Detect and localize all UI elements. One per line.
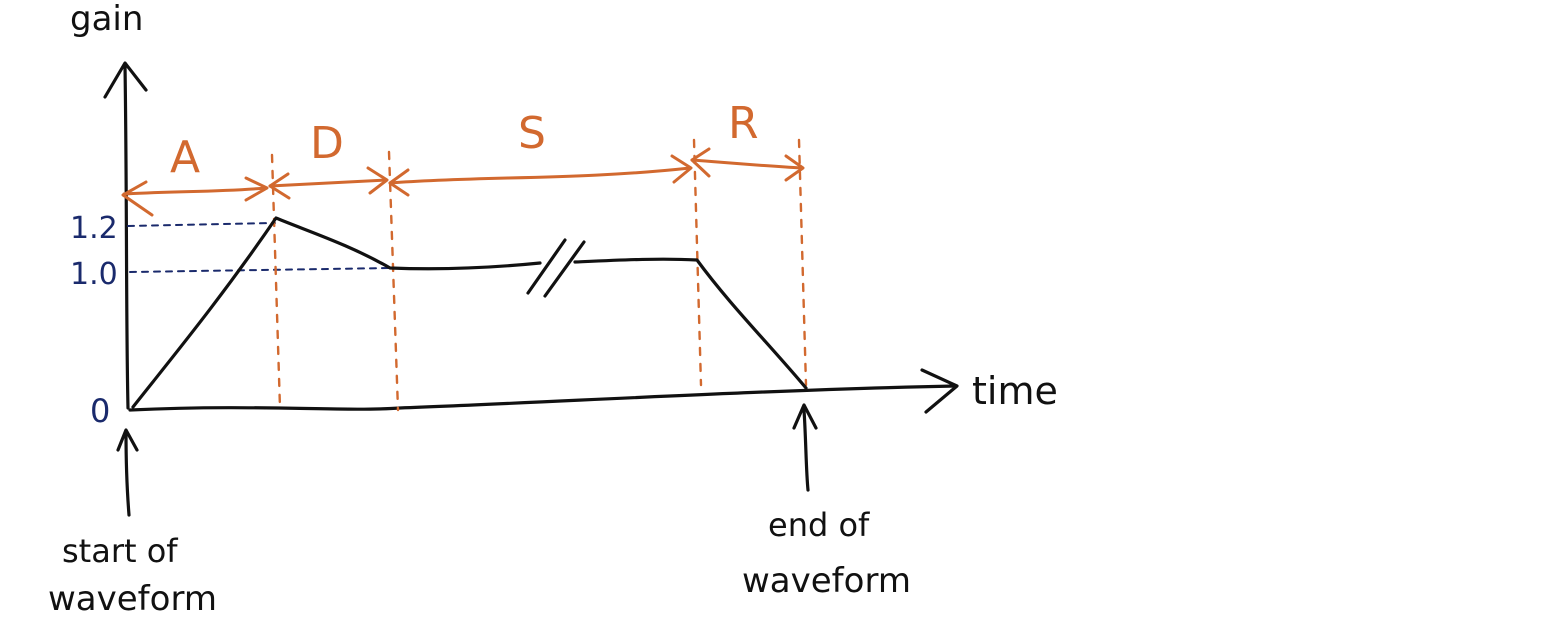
boundary-attack-decay [270,153,282,410]
x-axis-label: time [972,369,1058,413]
time-break-mark-2 [543,240,586,298]
y-axis-arrowhead [103,61,148,99]
y-axis [123,63,130,410]
envelope-curve-sustain-continued [573,257,808,390]
attack-span-arrow [121,176,269,217]
time-break-mark-1 [526,238,567,295]
end-marker-arrow [802,408,810,492]
phase-label-attack: A [170,132,200,183]
start-marker-arrow [124,430,131,517]
end-annotation-line2: waveform [742,561,911,601]
peak-level-guide [127,222,276,227]
boundary-release-end [797,138,808,387]
start-annotation-line2: waveform [48,579,217,619]
sustain-span-arrow [388,154,693,197]
boundary-decay-sustain [387,150,400,412]
tick-label-zero: 0 [90,392,110,430]
y-axis-label: gain [70,0,143,39]
end-annotation-line1: end of [768,506,870,544]
x-axis-arrowhead [920,368,959,414]
phase-label-sustain: S [518,108,546,159]
end-marker-arrowhead [792,403,818,430]
tick-label-peak: 1.2 [70,211,118,246]
start-annotation-line1: start of [62,532,178,570]
envelope-curve [131,216,542,409]
decay-span-arrow [268,166,389,200]
sustain-level-guide [129,267,393,273]
phase-label-release: R [728,98,759,149]
x-axis [128,384,957,412]
phase-label-decay: D [310,118,344,169]
release-span-arrow [690,147,805,182]
start-marker-arrowhead [116,428,139,452]
tick-label-sustain: 1.0 [70,257,118,292]
